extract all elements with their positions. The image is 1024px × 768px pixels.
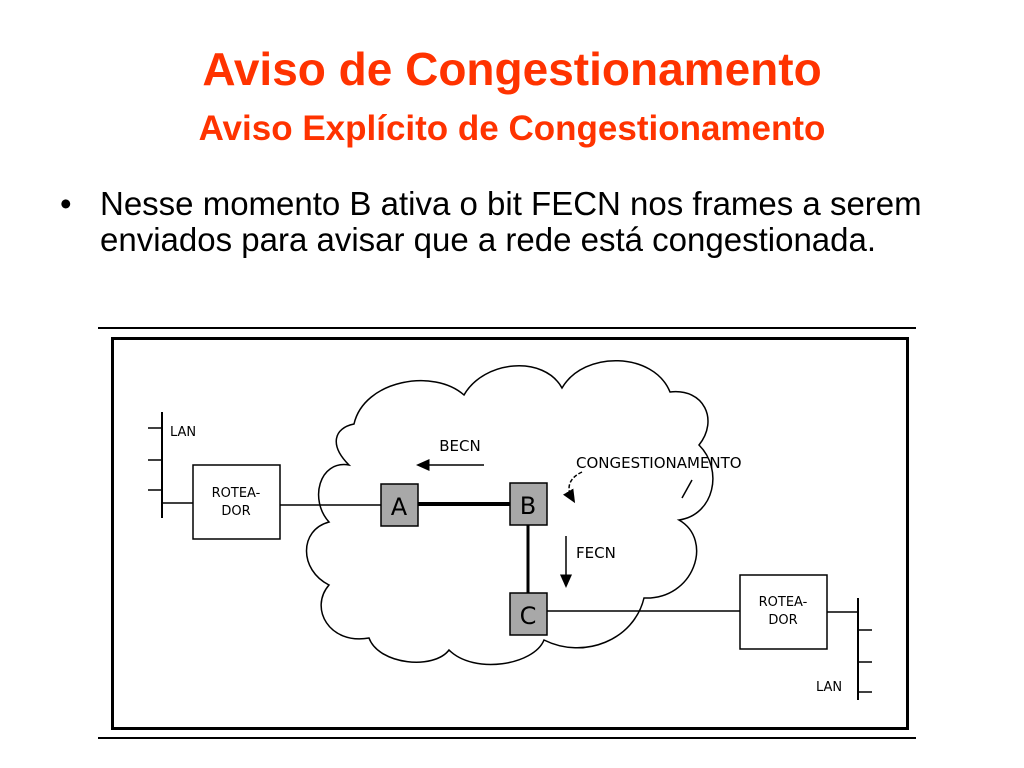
congestion-tick bbox=[681, 479, 693, 499]
fecn-label: FECN bbox=[576, 544, 616, 562]
router-right bbox=[739, 574, 828, 650]
lan-left-label: LAN bbox=[170, 425, 196, 440]
node-c bbox=[509, 592, 548, 636]
node-c-label: C bbox=[520, 602, 537, 630]
router-left-label-line1: ROTEA- bbox=[212, 486, 261, 501]
bullet-symbol: • bbox=[60, 185, 72, 222]
node-b-label: B bbox=[520, 492, 536, 520]
diagram-canvas: LAN ROTEA- DOR A B BECN CONGESTIONAMENTO… bbox=[148, 360, 872, 700]
becn-label: BECN bbox=[439, 437, 480, 455]
router-left-label-line2: DOR bbox=[221, 504, 250, 519]
router-right-label-line1: ROTEA- bbox=[759, 595, 808, 610]
node-a bbox=[380, 483, 419, 527]
lan-right-label: LAN bbox=[816, 680, 842, 695]
slide-title: Aviso de Congestionamento bbox=[202, 43, 822, 95]
bullet-text: Nesse momento B ativa o bit FECN nos fra… bbox=[100, 185, 922, 258]
congestion-arrow bbox=[562, 471, 583, 504]
router-left bbox=[192, 464, 281, 540]
router-right-label-line2: DOR bbox=[768, 613, 797, 628]
network-diagram: LAN ROTEA- DOR A B BECN CONGESTIONAMENTO… bbox=[111, 337, 909, 730]
congestion-label: CONGESTIONAMENTO bbox=[576, 454, 742, 472]
node-a-label: A bbox=[391, 493, 408, 521]
slide-subtitle: Aviso Explícito de Congestionamento bbox=[198, 109, 826, 148]
top-divider bbox=[98, 327, 916, 329]
bottom-divider bbox=[98, 737, 916, 739]
